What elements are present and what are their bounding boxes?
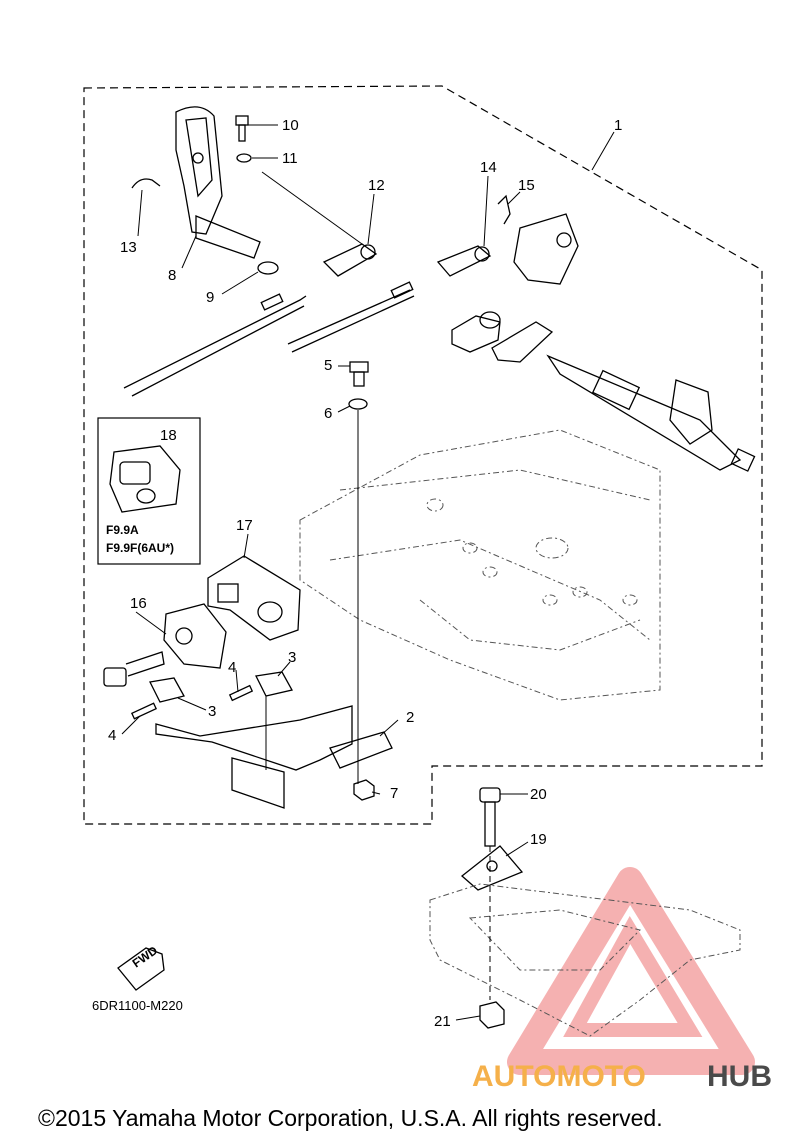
lower-unit-outline <box>299 429 661 701</box>
diagram-code: 6DR1100-M220 <box>92 998 183 1013</box>
callout-3-upper: 3 <box>288 649 296 666</box>
callout-3-lower: 3 <box>208 703 216 720</box>
stopper-16 <box>163 603 227 669</box>
shift-bracket <box>513 213 579 285</box>
shift-rod-assembly <box>546 354 756 472</box>
inset-model-1: F9.9A <box>106 523 139 537</box>
callout-8: 8 <box>168 267 176 284</box>
fwd-label: FWD <box>130 943 161 970</box>
callout-20: 20 <box>530 786 547 803</box>
shift-lever <box>175 106 261 259</box>
watermark-text-b: HUB <box>707 1060 772 1093</box>
nut-7 <box>353 779 375 801</box>
callout-18: 18 <box>160 427 177 444</box>
o-ring-9 <box>257 261 279 275</box>
callout-9: 9 <box>206 289 214 306</box>
watermark-logo: AUTOMOTO HUB <box>472 867 772 1093</box>
callout-7: 7 <box>390 785 398 802</box>
bolt-20 <box>479 787 501 847</box>
callout-6: 6 <box>324 405 332 422</box>
callout-15: 15 <box>518 177 535 194</box>
inset-model-2: F9.9F(6AU*) <box>106 541 174 555</box>
washer-11 <box>236 153 252 163</box>
clip-3a <box>149 677 185 703</box>
clip-3b <box>255 671 293 697</box>
bolt-10 <box>235 115 249 142</box>
shift-cables <box>123 281 415 397</box>
bolt-5 <box>349 361 369 387</box>
pin-4a <box>130 702 158 720</box>
callout-5: 5 <box>324 357 332 374</box>
callout-16: 16 <box>130 595 147 612</box>
callout-2: 2 <box>406 709 414 726</box>
copyright-notice: ©2015 Yamaha Motor Corporation, U.S.A. A… <box>38 1105 663 1131</box>
plate-19 <box>460 845 524 891</box>
fwd-arrow: FWD <box>117 943 165 991</box>
callout-13: 13 <box>120 239 137 256</box>
callout-21: 21 <box>434 1013 451 1030</box>
bracket-2 <box>155 705 393 809</box>
callout-10: 10 <box>282 117 299 134</box>
joint-12 <box>322 243 378 277</box>
clamp-bracket <box>429 883 741 1037</box>
callout-11: 11 <box>282 150 298 167</box>
assembly-boundary <box>83 85 763 825</box>
callout-4-upper: 4 <box>228 659 236 676</box>
callout-17: 17 <box>236 517 253 534</box>
collars <box>451 311 554 363</box>
screw <box>103 651 165 687</box>
callout-14: 14 <box>480 159 497 176</box>
callout-1: 1 <box>614 117 622 134</box>
callout-19: 19 <box>530 831 547 848</box>
inset-box <box>97 417 201 565</box>
clip-15 <box>497 194 511 225</box>
clip-13 <box>131 178 161 189</box>
leader-lines <box>121 124 615 1021</box>
callout-4-lower: 4 <box>108 727 116 744</box>
nut-21 <box>479 1001 505 1029</box>
washer-6 <box>348 398 368 410</box>
pin-4b <box>228 684 254 702</box>
part-18 <box>109 445 181 513</box>
lever-17 <box>207 555 301 641</box>
callout-12: 12 <box>368 177 385 194</box>
joint-14 <box>436 245 492 277</box>
watermark-text-a: AUTOMOTO <box>472 1060 646 1093</box>
